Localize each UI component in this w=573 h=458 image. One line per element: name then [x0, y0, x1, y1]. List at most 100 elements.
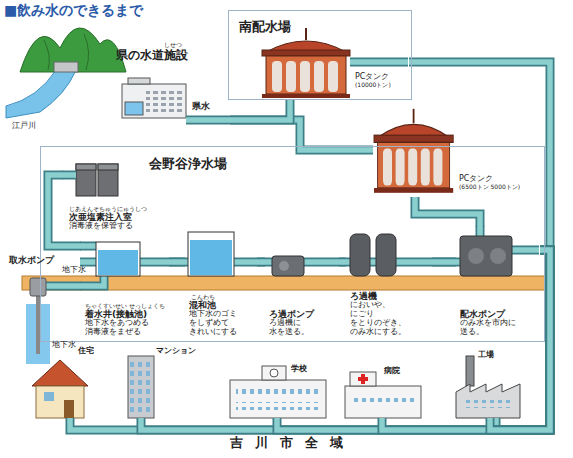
consumer-box: マンション	[122, 345, 208, 418]
pipe-fill	[70, 250, 550, 430]
node-text: 工場	[478, 351, 494, 360]
node-text: (6500トン 5000トン)	[459, 184, 520, 191]
process-box: 配水ポンプのみ水を市内に 送る。	[456, 227, 540, 339]
intake-well	[30, 278, 46, 296]
pipe-fill	[277, 250, 550, 430]
pipe-fill	[432, 259, 456, 265]
illustration	[262, 28, 350, 98]
receiving-well	[96, 242, 140, 276]
water-facility	[128, 78, 150, 84]
distribution-pump	[460, 236, 512, 276]
process-box: ろ過ポンプろ過機に 水を送る。	[265, 251, 339, 339]
chlorine-machine	[76, 164, 96, 170]
pipe-connector	[432, 262, 456, 263]
hospital	[358, 377, 368, 381]
house	[36, 386, 84, 418]
water-facility	[146, 88, 182, 114]
chlorine-machine	[98, 164, 118, 196]
pipe-outline	[257, 258, 265, 267]
node-text: 南配水場	[239, 20, 291, 35]
filter-pump	[272, 256, 304, 276]
decor-pipe-outline	[46, 62, 539, 286]
pipe-connector	[382, 250, 550, 430]
mixing-basin	[188, 232, 234, 276]
hospital	[345, 372, 421, 418]
node-text: 次亜塩素注入室	[69, 212, 132, 222]
river	[54, 62, 78, 72]
water-facility	[122, 78, 186, 118]
node-text: PCタンク	[459, 175, 493, 184]
station-region: 南配水場PCタンク(10000トン)	[228, 10, 412, 100]
chlorine-machine	[76, 164, 96, 196]
process-box: こんわち混和池地下水のゴミ をしずめて きれいにする	[185, 229, 257, 339]
node-text: 消毒液を保管する	[69, 222, 133, 231]
node-text: 配水ポンプ	[460, 309, 505, 319]
consumer-box: 病院	[340, 345, 426, 418]
factory	[466, 356, 474, 386]
pipe-connector	[409, 62, 550, 430]
decor-pipe-outline	[46, 62, 539, 286]
filter-pump	[272, 256, 304, 276]
ground-label: 地下水	[62, 265, 86, 274]
illustration	[374, 109, 453, 193]
process-box: じあえんそちゅうにゅうしつ次亜塩素注入室消毒液を保管する	[63, 157, 173, 233]
pipe-outline	[141, 250, 550, 430]
filters	[350, 234, 396, 276]
pipe-fill	[382, 250, 550, 430]
ruby-text: しせつ	[164, 42, 182, 49]
mixing-basin	[190, 240, 232, 275]
hospital	[350, 394, 416, 402]
factory	[456, 356, 520, 418]
pipe-fill	[490, 250, 550, 430]
pipe-outline	[60, 282, 81, 291]
house	[64, 400, 74, 418]
pipe-outline	[169, 258, 185, 267]
node-text: 会野谷浄水場	[149, 157, 227, 172]
pipe-connector	[490, 250, 550, 430]
node-text: 取水ポンプ	[9, 255, 54, 265]
school	[270, 369, 278, 377]
consumer-box: 工場	[452, 345, 528, 418]
apartment	[129, 358, 153, 416]
mountains	[20, 28, 126, 72]
pipe-fill	[169, 259, 185, 265]
pipe-fill	[230, 99, 290, 120]
tank-box: PCタンク(10000トン)	[263, 35, 409, 99]
ruby-text: こんわち	[191, 294, 215, 300]
node-text: 学校	[291, 365, 307, 374]
apartment	[128, 356, 154, 418]
decor-pipe	[46, 62, 539, 286]
house	[32, 360, 88, 386]
plant-region: 会野谷浄水場じあえんそちゅうにゅうしつ次亜塩素注入室消毒液を保管する PCタンク(…	[40, 146, 545, 342]
pipe-label: 県水	[192, 101, 210, 111]
pipe-fill	[257, 259, 265, 265]
pipe-fill	[60, 283, 81, 289]
pipe-outline	[432, 258, 456, 267]
pipe-connector	[339, 262, 346, 263]
well-label: 地下水	[52, 340, 76, 349]
mixing-basin	[188, 232, 234, 276]
node-text: 地下水をあつめる 消毒液をまぜる	[85, 319, 149, 337]
node-text: 住宅	[78, 347, 94, 356]
pipe-connector	[230, 99, 290, 120]
school	[236, 402, 320, 410]
school	[262, 366, 286, 380]
node-text: ろ過機	[350, 291, 377, 301]
pipe-connector	[60, 286, 81, 287]
pipe-outline	[409, 62, 550, 430]
process-box: ちゃくすいせい せっしょくち着水井(接触池)地下水をあつめる 消毒液をまぜる	[81, 239, 169, 339]
filter-pump	[279, 261, 289, 271]
node-text: (10000トン)	[355, 82, 391, 89]
tank-box: PCタンク(6500トン 5000トン)	[373, 101, 541, 197]
receiving-well	[96, 242, 140, 276]
node-text: ろ過機に 水を送る。	[269, 319, 309, 337]
node-text: 着水井(接触池)	[85, 309, 147, 319]
pipe-connector	[169, 262, 185, 263]
pipe-outline	[230, 99, 290, 120]
school	[230, 366, 326, 418]
pipe-outline	[382, 250, 550, 430]
apartment	[128, 356, 154, 418]
consumer-box: 学校	[225, 345, 331, 418]
river	[6, 70, 76, 118]
node-text: 県の水道施設	[116, 49, 188, 62]
